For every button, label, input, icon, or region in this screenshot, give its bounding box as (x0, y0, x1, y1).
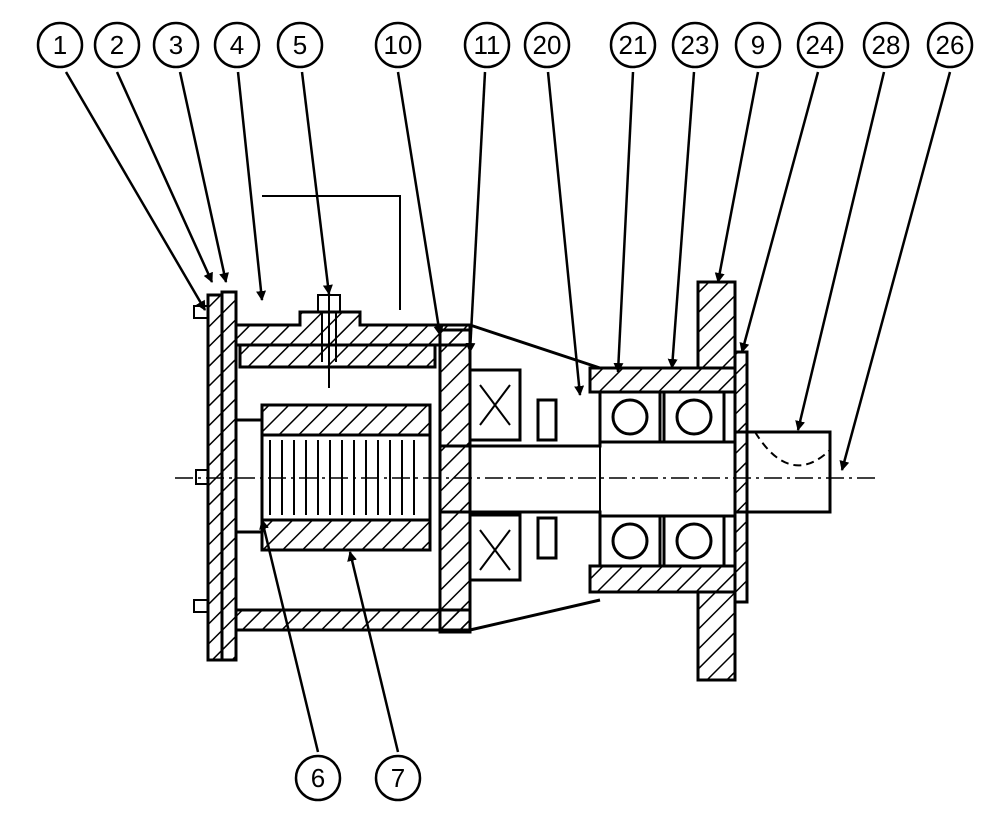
balloon-20: 20 (523, 21, 571, 69)
bearing-housing-taper (469, 323, 601, 632)
leader-lines (64, 71, 952, 753)
leader-3 (178, 71, 229, 283)
balloon-11: 11 (463, 21, 511, 69)
end-cover-plate (206, 293, 224, 662)
balloon-5: 5 (276, 21, 324, 69)
leader-28 (795, 71, 886, 431)
cam (238, 343, 437, 369)
balloon-26: 26 (926, 21, 974, 69)
slinger-top (536, 398, 558, 442)
balloon-9: 9 (734, 21, 782, 69)
leader-2 (115, 71, 214, 283)
balloon-label: 9 (751, 30, 765, 60)
bearing-housing-bottom (588, 564, 737, 594)
balloon-10: 10 (374, 21, 422, 69)
balloon-label: 4 (230, 30, 244, 60)
balloon-4: 4 (213, 21, 261, 69)
slinger-bottom (536, 516, 558, 560)
leader-7 (347, 551, 400, 753)
balloon-1: 1 (36, 21, 84, 69)
impeller-vanes-top (260, 403, 432, 437)
balloon-24: 24 (796, 21, 844, 69)
ball-1 (611, 398, 649, 436)
balloon-label: 10 (384, 30, 413, 60)
balloon-23: 23 (671, 21, 719, 69)
mounting-flange-top (696, 280, 737, 370)
balloon-label: 26 (936, 30, 965, 60)
wear-plate (234, 418, 264, 534)
retaining-ring (733, 350, 749, 604)
balloon-label: 7 (391, 763, 405, 793)
balloon-label: 2 (110, 30, 124, 60)
leader-26 (839, 71, 952, 471)
mounting-flange-bottom (696, 590, 737, 682)
impeller-vanes-bottom (260, 518, 432, 552)
leader-5 (300, 71, 333, 295)
balloon-label: 3 (169, 30, 183, 60)
balloon-2: 2 (93, 21, 141, 69)
leader-10 (396, 71, 444, 336)
bearing-housing-top (588, 366, 737, 394)
balloon-7: 7 (374, 754, 422, 802)
leader-23 (667, 71, 696, 369)
seal-chamber (468, 368, 522, 582)
shaft-key (754, 431, 831, 467)
balloon-label: 28 (872, 30, 901, 60)
balloon-label: 21 (619, 30, 648, 60)
leader-20 (546, 71, 585, 396)
balloon-label: 6 (311, 763, 325, 793)
port-bracket (262, 195, 401, 310)
impeller-splines (269, 440, 415, 515)
leader-24 (739, 71, 820, 353)
balloon-label: 20 (533, 30, 562, 60)
leader-6 (259, 519, 320, 753)
balloon-6: 6 (294, 754, 342, 802)
balloons-top: 1 2 3 4 5 10 11 20 21 23 9 24 28 26 (36, 21, 974, 69)
shaft (440, 430, 832, 518)
balloon-label: 23 (681, 30, 710, 60)
pump-body-top-wall (234, 310, 472, 347)
ball-2 (675, 398, 713, 436)
leader-1 (64, 71, 207, 311)
leader-4 (236, 71, 267, 301)
leader-21 (613, 71, 635, 373)
ball-4 (675, 522, 713, 560)
ball-3 (611, 522, 649, 560)
pump-drawing (175, 195, 880, 682)
balloon-label: 24 (806, 30, 835, 60)
balloon-label: 1 (53, 30, 67, 60)
pump-body-bottom-wall (234, 608, 472, 632)
seal-housing-wall (438, 328, 472, 634)
cover-screws (193, 305, 208, 613)
balloon-label: 5 (293, 30, 307, 60)
balloons-bottom: 6 7 (294, 754, 422, 802)
leader-9 (714, 71, 760, 283)
balloon-21: 21 (609, 21, 657, 69)
gasket (220, 290, 238, 662)
balloon-label: 11 (474, 30, 501, 60)
lip-seal (479, 384, 511, 571)
leader-11 (465, 71, 487, 353)
balloon-28: 28 (862, 21, 910, 69)
balloon-3: 3 (152, 21, 200, 69)
